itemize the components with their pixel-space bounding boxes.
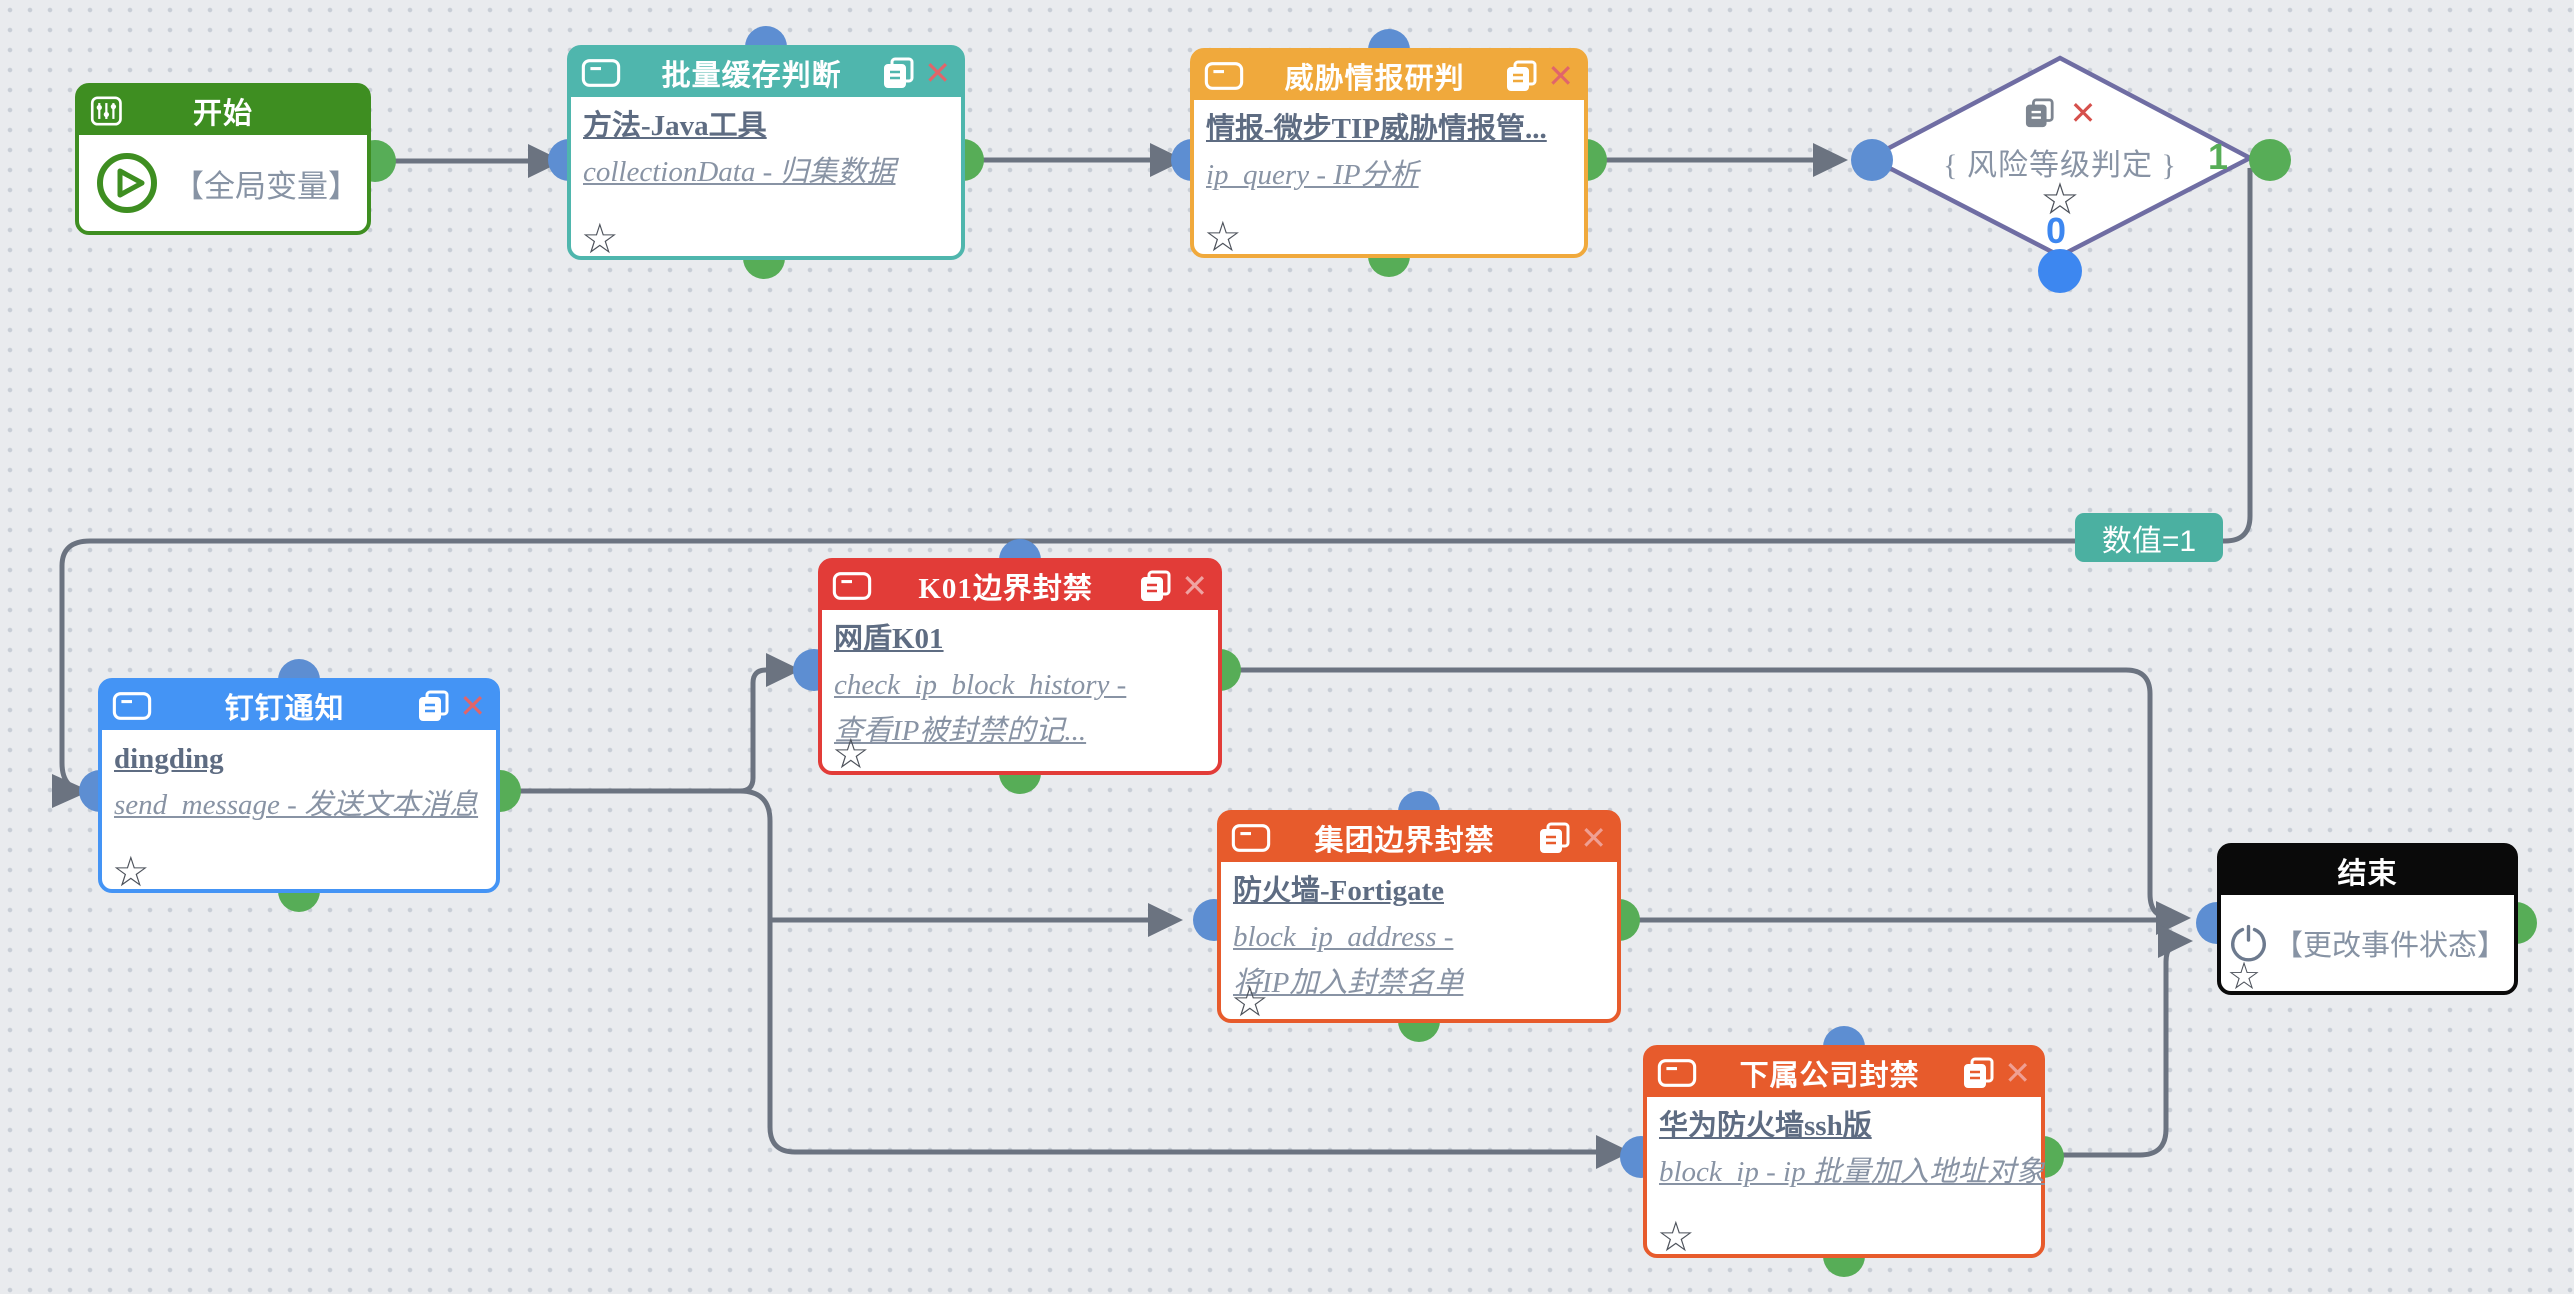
node-title: K01边界封禁 xyxy=(918,573,1093,605)
app-name[interactable]: 情报-微步TIP威胁情报管... xyxy=(1206,113,1547,145)
node-header[interactable]: 结束 xyxy=(2221,847,2514,895)
app-name[interactable]: 防火墙-Fortigate xyxy=(1233,875,1444,907)
node-header[interactable]: 集团边界封禁 ✕ xyxy=(1221,814,1617,862)
window-card-icon xyxy=(1231,824,1271,852)
node-title: 威胁情报研判 xyxy=(1284,63,1465,95)
node-start[interactable]: 开始 【全局变量】 xyxy=(75,83,371,235)
close-icon[interactable]: ✕ xyxy=(924,54,951,92)
edge-ding-to-sub[interactable] xyxy=(739,788,1596,1155)
node-title: 下属公司封禁 xyxy=(1739,1060,1920,1092)
arrowhead-icon xyxy=(52,774,90,808)
node-batch-cache-check[interactable]: 批量缓存判断 ✕ 方法-Java工具 collectionData - 归集数据… xyxy=(567,45,965,260)
copy-icon[interactable] xyxy=(1962,1057,1996,1089)
action-name-cont[interactable]: 将IP加入封禁名单 xyxy=(1233,967,1464,999)
node-header[interactable]: 批量缓存判断 ✕ xyxy=(571,49,961,97)
favorite-star-icon[interactable]: ☆ xyxy=(832,729,870,778)
arrowhead-icon xyxy=(2158,924,2193,958)
node-body: 华为防火墙ssh版 block_ip - ip 批量加入地址对象 ☆ xyxy=(1647,1097,2045,1258)
node-header[interactable]: 开始 xyxy=(79,87,367,135)
arrowhead-icon xyxy=(766,653,801,687)
node-title: 开始 xyxy=(192,98,253,130)
arrowhead-icon xyxy=(528,144,563,178)
close-icon[interactable]: ✕ xyxy=(1181,567,1208,605)
action-name[interactable]: check_ip_block_history - xyxy=(834,669,1127,701)
copy-icon[interactable] xyxy=(1538,822,1572,854)
arrowhead-icon xyxy=(1596,1135,1631,1169)
node-k01-border-block[interactable]: K01边界封禁 ✕ 网盾K01 check_ip_block_history -… xyxy=(818,558,1222,775)
output-port-true[interactable] xyxy=(2249,139,2291,181)
start-body-label: 【全局变量】 xyxy=(173,168,359,204)
action-name[interactable]: ip_query - IP分析 xyxy=(1206,159,1419,191)
node-end[interactable]: 结束 【更改事件状态】 ☆ xyxy=(2217,843,2518,997)
app-name[interactable]: 华为防火墙ssh版 xyxy=(1659,1110,1872,1142)
close-icon[interactable]: ✕ xyxy=(2069,94,2097,132)
node-dingtalk-notify[interactable]: 钉钉通知 ✕ dingding send_message - 发送文本消息 ☆ xyxy=(98,678,500,893)
action-name[interactable]: send_message - 发送文本消息 xyxy=(114,789,479,821)
node-body: 网盾K01 check_ip_block_history - 查看IP被封禁的记… xyxy=(822,610,1218,775)
window-card-icon xyxy=(581,59,621,87)
input-port[interactable] xyxy=(1851,139,1893,181)
close-icon[interactable]: ✕ xyxy=(459,687,486,725)
node-title: 钉钉通知 xyxy=(224,693,345,725)
window-card-icon xyxy=(1657,1059,1697,1087)
branch-false-label: 0 xyxy=(2046,210,2067,251)
power-icon xyxy=(2231,924,2266,962)
close-icon[interactable]: ✕ xyxy=(1547,57,1574,95)
node-title: 结束 xyxy=(2337,858,2398,890)
node-body: 【更改事件状态】 ☆ xyxy=(2221,895,2514,997)
branch-true-label: 1 xyxy=(2207,136,2228,177)
copy-icon[interactable] xyxy=(2024,98,2056,128)
action-name[interactable]: block_ip - ip 批量加入地址对象 xyxy=(1659,1156,2045,1188)
node-group-border-block[interactable]: 集团边界封禁 ✕ 防火墙-Fortigate block_ip_address … xyxy=(1217,810,1621,1023)
action-name[interactable]: collectionData - 归集数据 xyxy=(583,156,896,188)
action-name[interactable]: block_ip_address - xyxy=(1233,921,1454,953)
copy-icon[interactable] xyxy=(1139,570,1173,602)
arrowhead-icon xyxy=(1148,903,1183,937)
node-body: 防火墙-Fortigate block_ip_address - 将IP加入封禁… xyxy=(1221,862,1617,1023)
app-name[interactable]: 方法-Java工具 xyxy=(583,110,767,142)
favorite-star-icon[interactable]: ☆ xyxy=(581,214,619,263)
arrowhead-icon xyxy=(1150,143,1185,177)
node-risk-decision-content[interactable]: ✕ { 风险等级判定 } ☆ 1 0 xyxy=(1870,58,2250,256)
edge-condition-label[interactable]: 数值=1 xyxy=(2075,513,2223,562)
window-card-icon xyxy=(112,692,152,720)
action-name-cont[interactable]: 查看IP被封禁的记... xyxy=(834,715,1087,747)
node-body: 【全局变量】 xyxy=(79,135,367,231)
close-icon[interactable]: ✕ xyxy=(1580,819,1607,857)
favorite-star-icon[interactable]: ☆ xyxy=(2040,174,2080,225)
node-body: dingding send_message - 发送文本消息 ☆ xyxy=(102,730,496,893)
decision-label: { 风险等级判定 } xyxy=(1943,149,2177,182)
favorite-star-icon[interactable]: ☆ xyxy=(112,847,150,896)
node-header[interactable]: 下属公司封禁 ✕ xyxy=(1647,1049,2041,1097)
settings-sliders-icon xyxy=(90,96,122,126)
node-title: 批量缓存判断 xyxy=(661,60,842,92)
node-body: 情报-微步TIP威胁情报管... ip_query - IP分析 ☆ xyxy=(1194,100,1584,258)
node-threat-intel[interactable]: 威胁情报研判 ✕ 情报-微步TIP威胁情报管... ip_query - IP分… xyxy=(1190,48,1588,258)
node-subsidiary-block[interactable]: 下属公司封禁 ✕ 华为防火墙ssh版 block_ip - ip 批量加入地址对… xyxy=(1643,1045,2045,1258)
copy-icon[interactable] xyxy=(417,690,451,722)
favorite-star-icon[interactable]: ☆ xyxy=(1231,977,1269,1026)
copy-icon[interactable] xyxy=(882,57,916,89)
arrowhead-icon xyxy=(1813,143,1848,177)
favorite-star-icon[interactable]: ☆ xyxy=(1657,1212,1695,1261)
output-port-false[interactable] xyxy=(2038,249,2082,293)
app-name[interactable]: dingding xyxy=(114,743,224,775)
node-body: 方法-Java工具 collectionData - 归集数据 ☆ xyxy=(571,97,961,260)
end-body-label: 【更改事件状态】 xyxy=(2273,930,2506,962)
edge-ding-to-k01[interactable] xyxy=(739,667,767,794)
node-title: 集团边界封禁 xyxy=(1314,825,1495,857)
app-name[interactable]: 网盾K01 xyxy=(834,623,944,655)
node-header[interactable]: 威胁情报研判 ✕ xyxy=(1194,52,1584,100)
node-header[interactable]: K01边界封禁 ✕ xyxy=(822,562,1218,610)
close-icon[interactable]: ✕ xyxy=(2004,1054,2031,1092)
window-card-icon xyxy=(832,572,872,600)
favorite-star-icon[interactable]: ☆ xyxy=(2227,954,2262,998)
copy-icon[interactable] xyxy=(1505,60,1539,92)
favorite-star-icon[interactable]: ☆ xyxy=(1204,212,1242,261)
edge-sub-to-end[interactable] xyxy=(2053,938,2187,1158)
window-card-icon xyxy=(1204,62,1244,90)
arrowhead-icon xyxy=(2156,901,2191,935)
play-circle-icon[interactable] xyxy=(95,151,159,215)
node-header[interactable]: 钉钉通知 ✕ xyxy=(102,682,496,730)
